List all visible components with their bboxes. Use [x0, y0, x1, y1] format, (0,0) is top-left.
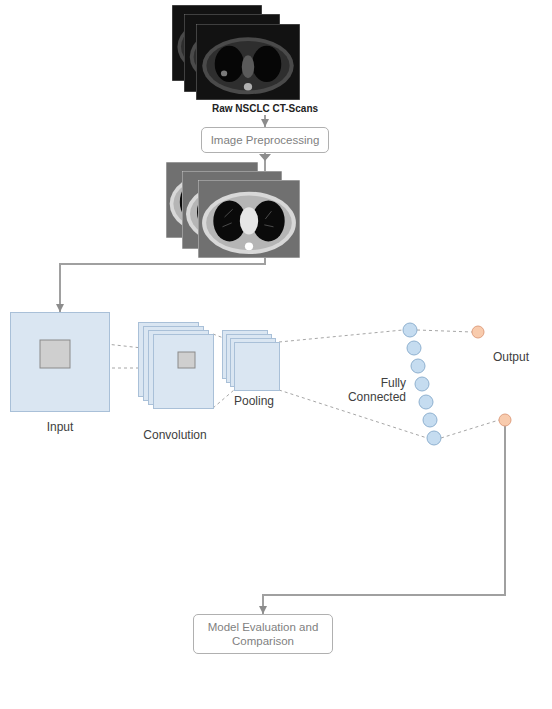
feature-map: [154, 335, 214, 409]
layer-label: Fully Connected: [334, 376, 406, 404]
pooling-layer: Pooling: [222, 330, 286, 415]
raw-ct-stack: [172, 5, 300, 100]
fully-connected-layer: Fully Connected: [330, 316, 445, 451]
neuron: [407, 341, 421, 355]
ct-slice: [198, 180, 300, 258]
neuron: [419, 395, 433, 409]
neuron: [423, 413, 437, 427]
output-layer: Output: [465, 322, 545, 430]
flow-arrow: [263, 426, 505, 614]
layer-label: Input: [10, 420, 110, 434]
process-box: Image Preprocessing: [201, 127, 330, 153]
flow-arrow: [264, 115, 266, 127]
output-neuron: [499, 414, 511, 426]
convolution-layer: Convolution: [130, 318, 220, 444]
layer-label: Pooling: [222, 394, 286, 408]
caption-text: Raw NSCLC CT-Scans: [212, 103, 318, 115]
layer-label: Output: [493, 350, 543, 364]
output-layer-shape: [465, 322, 545, 430]
arrow-head: [259, 154, 271, 161]
input-square: [11, 313, 110, 412]
convolution-layer-shape: [130, 318, 220, 444]
neuron: [403, 323, 417, 337]
processed-ct-stack: [166, 162, 300, 258]
neuron: [415, 377, 429, 391]
dashed-connection: [279, 330, 427, 438]
input-layer: Input: [10, 312, 110, 446]
pooled-map: [235, 343, 280, 391]
neuron: [427, 431, 441, 445]
layer-label: Convolution: [130, 428, 220, 442]
kernel-window: [178, 352, 195, 368]
kernel-window: [40, 340, 70, 368]
box-label: Image Preprocessing: [202, 128, 329, 152]
neuron: [411, 359, 425, 373]
output-neuron: [472, 326, 484, 338]
box-label: Model Evaluation and Comparison: [194, 615, 332, 653]
ct-slice: [196, 24, 300, 100]
image-caption: Raw NSCLC CT-Scans: [212, 103, 318, 115]
process-box: Model Evaluation and Comparison: [193, 614, 333, 654]
